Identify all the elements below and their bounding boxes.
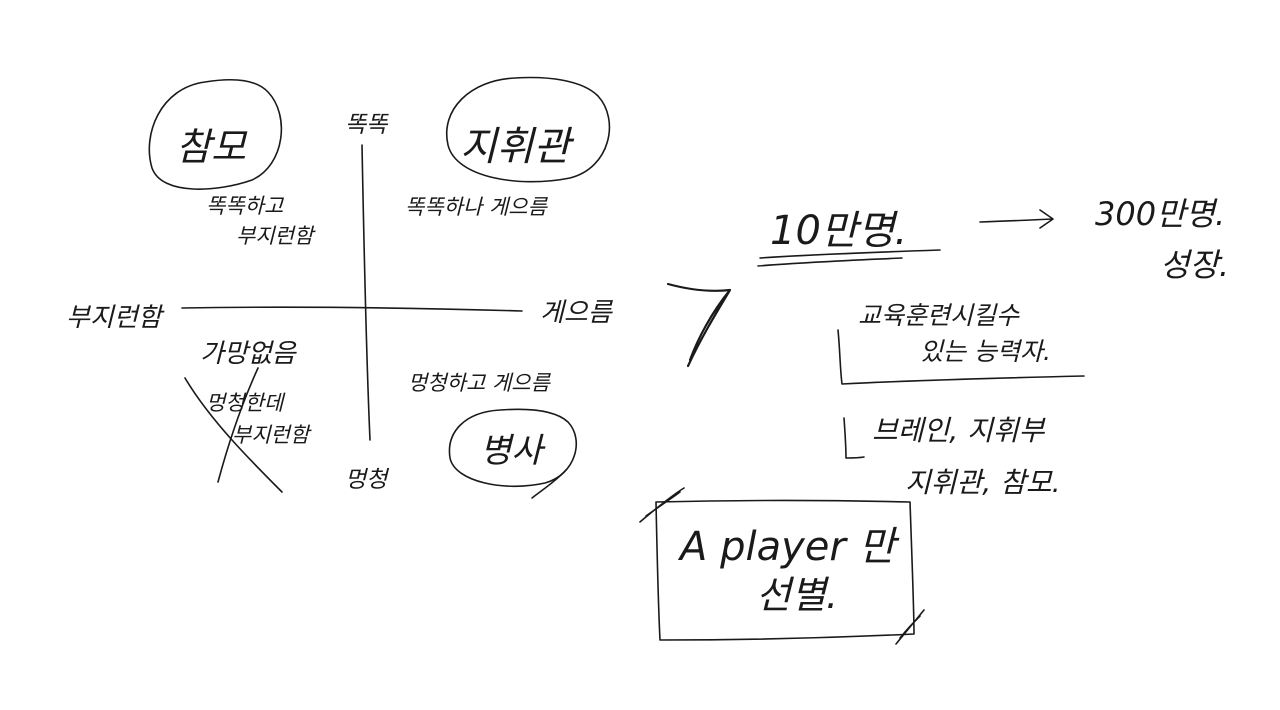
vertical-axis xyxy=(361,144,371,441)
circle-bottom-right xyxy=(448,408,577,488)
growth-from: 10만명. xyxy=(770,208,907,254)
box-line2: 선별. xyxy=(756,573,838,617)
quadrant-desc-top-left-2: 부지런함 xyxy=(236,224,316,248)
box-line1: A player 만 xyxy=(677,524,900,570)
growth-from-underline-2 xyxy=(757,257,903,267)
quadrant-desc-top-left-1: 똑똑하고 xyxy=(206,194,285,218)
growth-arrow-icon xyxy=(979,209,1054,229)
growth-from-underline-1 xyxy=(759,249,941,259)
a-player-box xyxy=(655,499,915,641)
quadrant-desc-top-right: 똑똑하나 게으름 xyxy=(405,195,549,219)
axis-label-top: 똑똑 xyxy=(345,112,389,138)
note1-bracket xyxy=(837,329,1085,385)
cross-out-stroke-2 xyxy=(217,367,259,483)
growth-to-2: 성장. xyxy=(1160,246,1229,284)
axis-label-bottom: 멍청 xyxy=(345,467,390,493)
horizontal-axis xyxy=(181,306,523,312)
quadrant-desc-bottom-left-2: 부지런함 xyxy=(232,423,312,447)
note2-line1: 브레인, 지휘부 xyxy=(872,414,1046,447)
growth-to-1: 300만명. xyxy=(1095,195,1225,233)
big-arrow-icon xyxy=(666,282,732,368)
circle-top-left xyxy=(148,78,283,190)
axis-label-right: 게으름 xyxy=(540,298,614,328)
box-corner-mark-tl xyxy=(639,487,685,523)
note2-bracket xyxy=(843,417,865,459)
circle-top-right xyxy=(445,76,611,183)
note2-line2: 지휘관, 참모. xyxy=(905,466,1061,499)
circle-bottom-right-tail xyxy=(531,469,567,499)
box-corner-mark-br xyxy=(895,609,925,645)
quadrant-title-top-left: 참모 xyxy=(176,125,248,169)
note1-line2: 있는 능력자. xyxy=(920,337,1051,366)
quadrant-title-bottom-left: 가망없음 xyxy=(200,339,298,369)
note1-line1: 교육훈련시킬수 xyxy=(858,301,1020,330)
quadrant-desc-bottom-right: 멍청하고 게으름 xyxy=(408,371,552,395)
axis-label-left: 부지런함 xyxy=(66,303,165,333)
quadrant-title-bottom-right: 병사 xyxy=(480,431,546,471)
quadrant-title-top-right: 지휘관 xyxy=(460,124,575,170)
